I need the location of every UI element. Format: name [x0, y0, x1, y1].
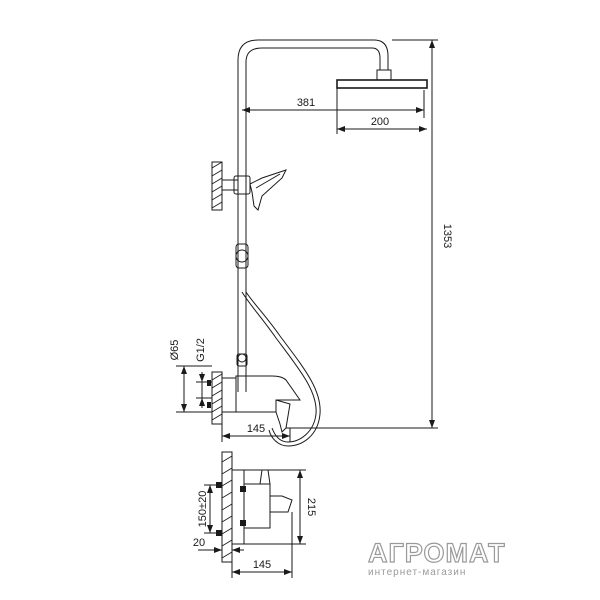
dimension-front-projection: 145	[221, 412, 291, 442]
watermark-logo: АГРОМАТ интернет-магазин	[367, 537, 506, 578]
dimension-centre-distance: 150±20	[197, 484, 216, 534]
dimension-mixer-depth: 145	[231, 512, 293, 578]
wall-hatch-side	[221, 455, 233, 559]
dim-total-height-label: 1353	[441, 224, 453, 248]
dim-front-projection-label: 145	[247, 423, 265, 435]
watermark-tagline: интернет-магазин	[368, 567, 466, 578]
shower-hose	[241, 291, 321, 447]
wall-hatch-lower	[211, 373, 223, 421]
rain-shower-head	[336, 79, 428, 89]
watermark-brand: АГРОМАТ	[368, 538, 506, 568]
shower-column	[237, 39, 392, 392]
dimension-mixer-height: 215	[244, 469, 317, 545]
dim-centre-distance-label: 150±20	[197, 491, 209, 528]
dimension-thread: G1/2	[195, 338, 212, 408]
mixer-side-view	[216, 451, 293, 563]
dim-mixer-height-label: 215	[305, 498, 317, 516]
dim-flange-diameter-label: Ø65	[169, 340, 181, 361]
slide-holder	[235, 243, 249, 269]
dimension-flange-diameter: Ø65	[169, 340, 212, 413]
mixer-front-view	[207, 353, 301, 433]
dimension-head-width: 200	[336, 88, 427, 134]
dimension-arm-length: 381	[242, 90, 425, 118]
wall-hatch-upper	[211, 161, 223, 209]
dimension-total-height: 1353	[286, 39, 453, 429]
dim-arm-length-label: 381	[297, 97, 315, 109]
dim-thread-label: G1/2	[195, 338, 207, 362]
dim-head-width-label: 200	[371, 116, 389, 128]
dim-wall-offset-label: 20	[193, 537, 205, 549]
wall-bracket	[211, 161, 251, 211]
dimension-wall-offset: 20	[193, 537, 244, 556]
hand-shower	[249, 169, 287, 211]
dim-mixer-depth-label: 145	[253, 559, 271, 571]
